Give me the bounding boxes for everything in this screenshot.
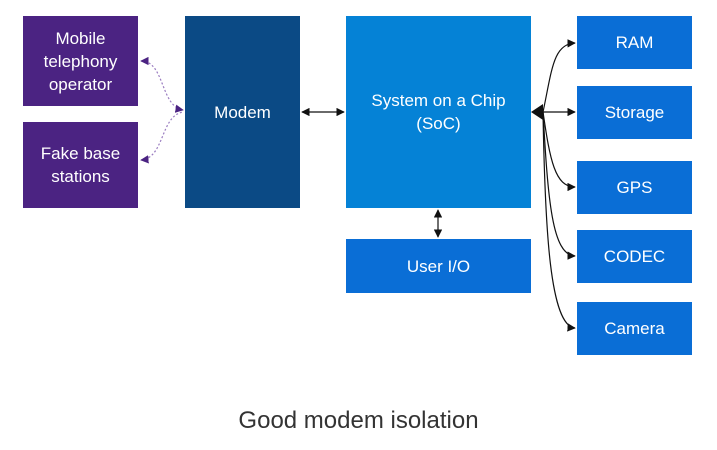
node-fake-base-stations: Fake base stations xyxy=(23,122,138,208)
node-mobile-telephony-operator: Mobile telephony operator xyxy=(23,16,138,106)
edge-soc-codec xyxy=(542,111,576,260)
node-modem: Modem xyxy=(185,16,300,208)
edge-soc-camera xyxy=(542,111,576,332)
node-ram: RAM xyxy=(577,16,692,69)
edge-mobile-modem xyxy=(140,56,184,113)
node-camera: Camera xyxy=(577,302,692,355)
edge-fake-modem xyxy=(140,111,184,164)
soc-junction-arrow xyxy=(531,104,543,120)
node-user-io: User I/O xyxy=(346,239,531,293)
edge-soc-ram xyxy=(542,39,576,113)
edge-soc-gps xyxy=(542,111,576,192)
node-gps: GPS xyxy=(577,161,692,214)
node-system-on-chip: System on a Chip (SoC) xyxy=(346,16,531,208)
node-codec: CODEC xyxy=(577,230,692,283)
diagram-caption: Good modem isolation xyxy=(238,407,479,434)
node-storage: Storage xyxy=(577,86,692,139)
